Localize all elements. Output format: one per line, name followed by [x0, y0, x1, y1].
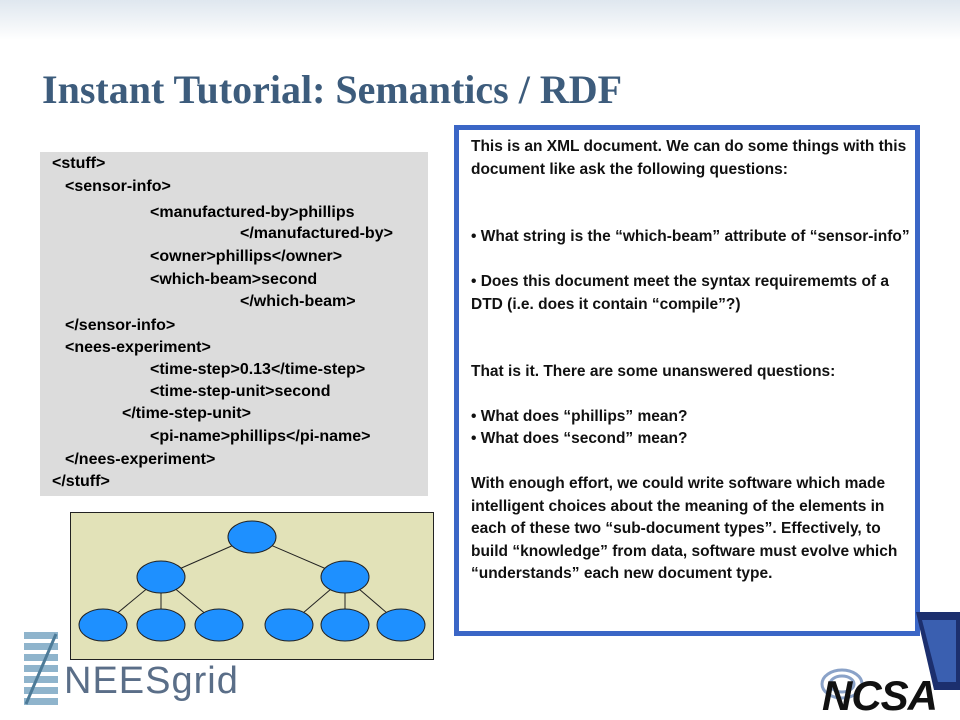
- xml-line: <owner>phillips</owner>: [150, 248, 343, 265]
- ncsa-logo-icon: [820, 612, 960, 700]
- tree-node: [320, 560, 370, 594]
- xml-line: </nees-experiment>: [65, 451, 216, 468]
- xml-line: <sensor-info>: [65, 178, 171, 195]
- tree-node-leaf: [136, 608, 186, 642]
- xml-line: </time-step-unit>: [122, 405, 251, 422]
- tree-node: [136, 560, 186, 594]
- explanation-conclusion: With enough effort, we could write softw…: [471, 475, 898, 582]
- xml-line: </sensor-info>: [65, 317, 176, 334]
- neesgrid-logo-text: NEESgrid: [64, 660, 239, 702]
- slide-title: Instant Tutorial: Semantics / RDF: [42, 67, 623, 112]
- question-bullet: • What does “phillips” mean?: [471, 408, 688, 425]
- xml-line: </manufactured-by>: [240, 225, 393, 242]
- xml-document-box: <stuff> <sensor-info> <manufactured-by>p…: [40, 152, 428, 496]
- question-bullet: • What does “second” mean?: [471, 430, 688, 447]
- xml-line: </stuff>: [52, 473, 110, 490]
- neesgrid-logo-icon: [24, 632, 58, 705]
- xml-line: <time-step>0.13</time-step>: [150, 361, 366, 378]
- xml-line: <time-step-unit>second: [150, 383, 331, 400]
- question-bullet: • Does this document meet the syntax req…: [471, 273, 890, 313]
- tree-node-leaf: [194, 608, 244, 642]
- xml-line: <manufactured-by>phillips: [150, 204, 355, 221]
- tree-node-leaf: [78, 608, 128, 642]
- question-bullet: • What string is the “which-beam” attrib…: [471, 228, 910, 245]
- tree-node-leaf: [264, 608, 314, 642]
- tree-node-leaf: [320, 608, 370, 642]
- tree-node-leaf: [376, 608, 426, 642]
- tree-diagram: [70, 512, 434, 660]
- xml-line: <which-beam>second: [150, 271, 318, 288]
- xml-line: <pi-name>phillips</pi-name>: [150, 428, 371, 445]
- xml-line: <stuff>: [52, 155, 106, 172]
- xml-line: </which-beam>: [240, 293, 356, 310]
- explanation-intro: This is an XML document. We can do some …: [471, 138, 907, 178]
- explanation-transition: That is it. There are some unanswered qu…: [471, 363, 836, 380]
- explanation-box: This is an XML document. We can do some …: [454, 125, 920, 636]
- top-gradient-bar: [0, 0, 960, 40]
- xml-line: <nees-experiment>: [65, 339, 211, 356]
- tree-node-root: [227, 520, 277, 554]
- tree-diagram-svg: [78, 520, 426, 642]
- ncsa-logo-text: NCSA: [822, 672, 938, 719]
